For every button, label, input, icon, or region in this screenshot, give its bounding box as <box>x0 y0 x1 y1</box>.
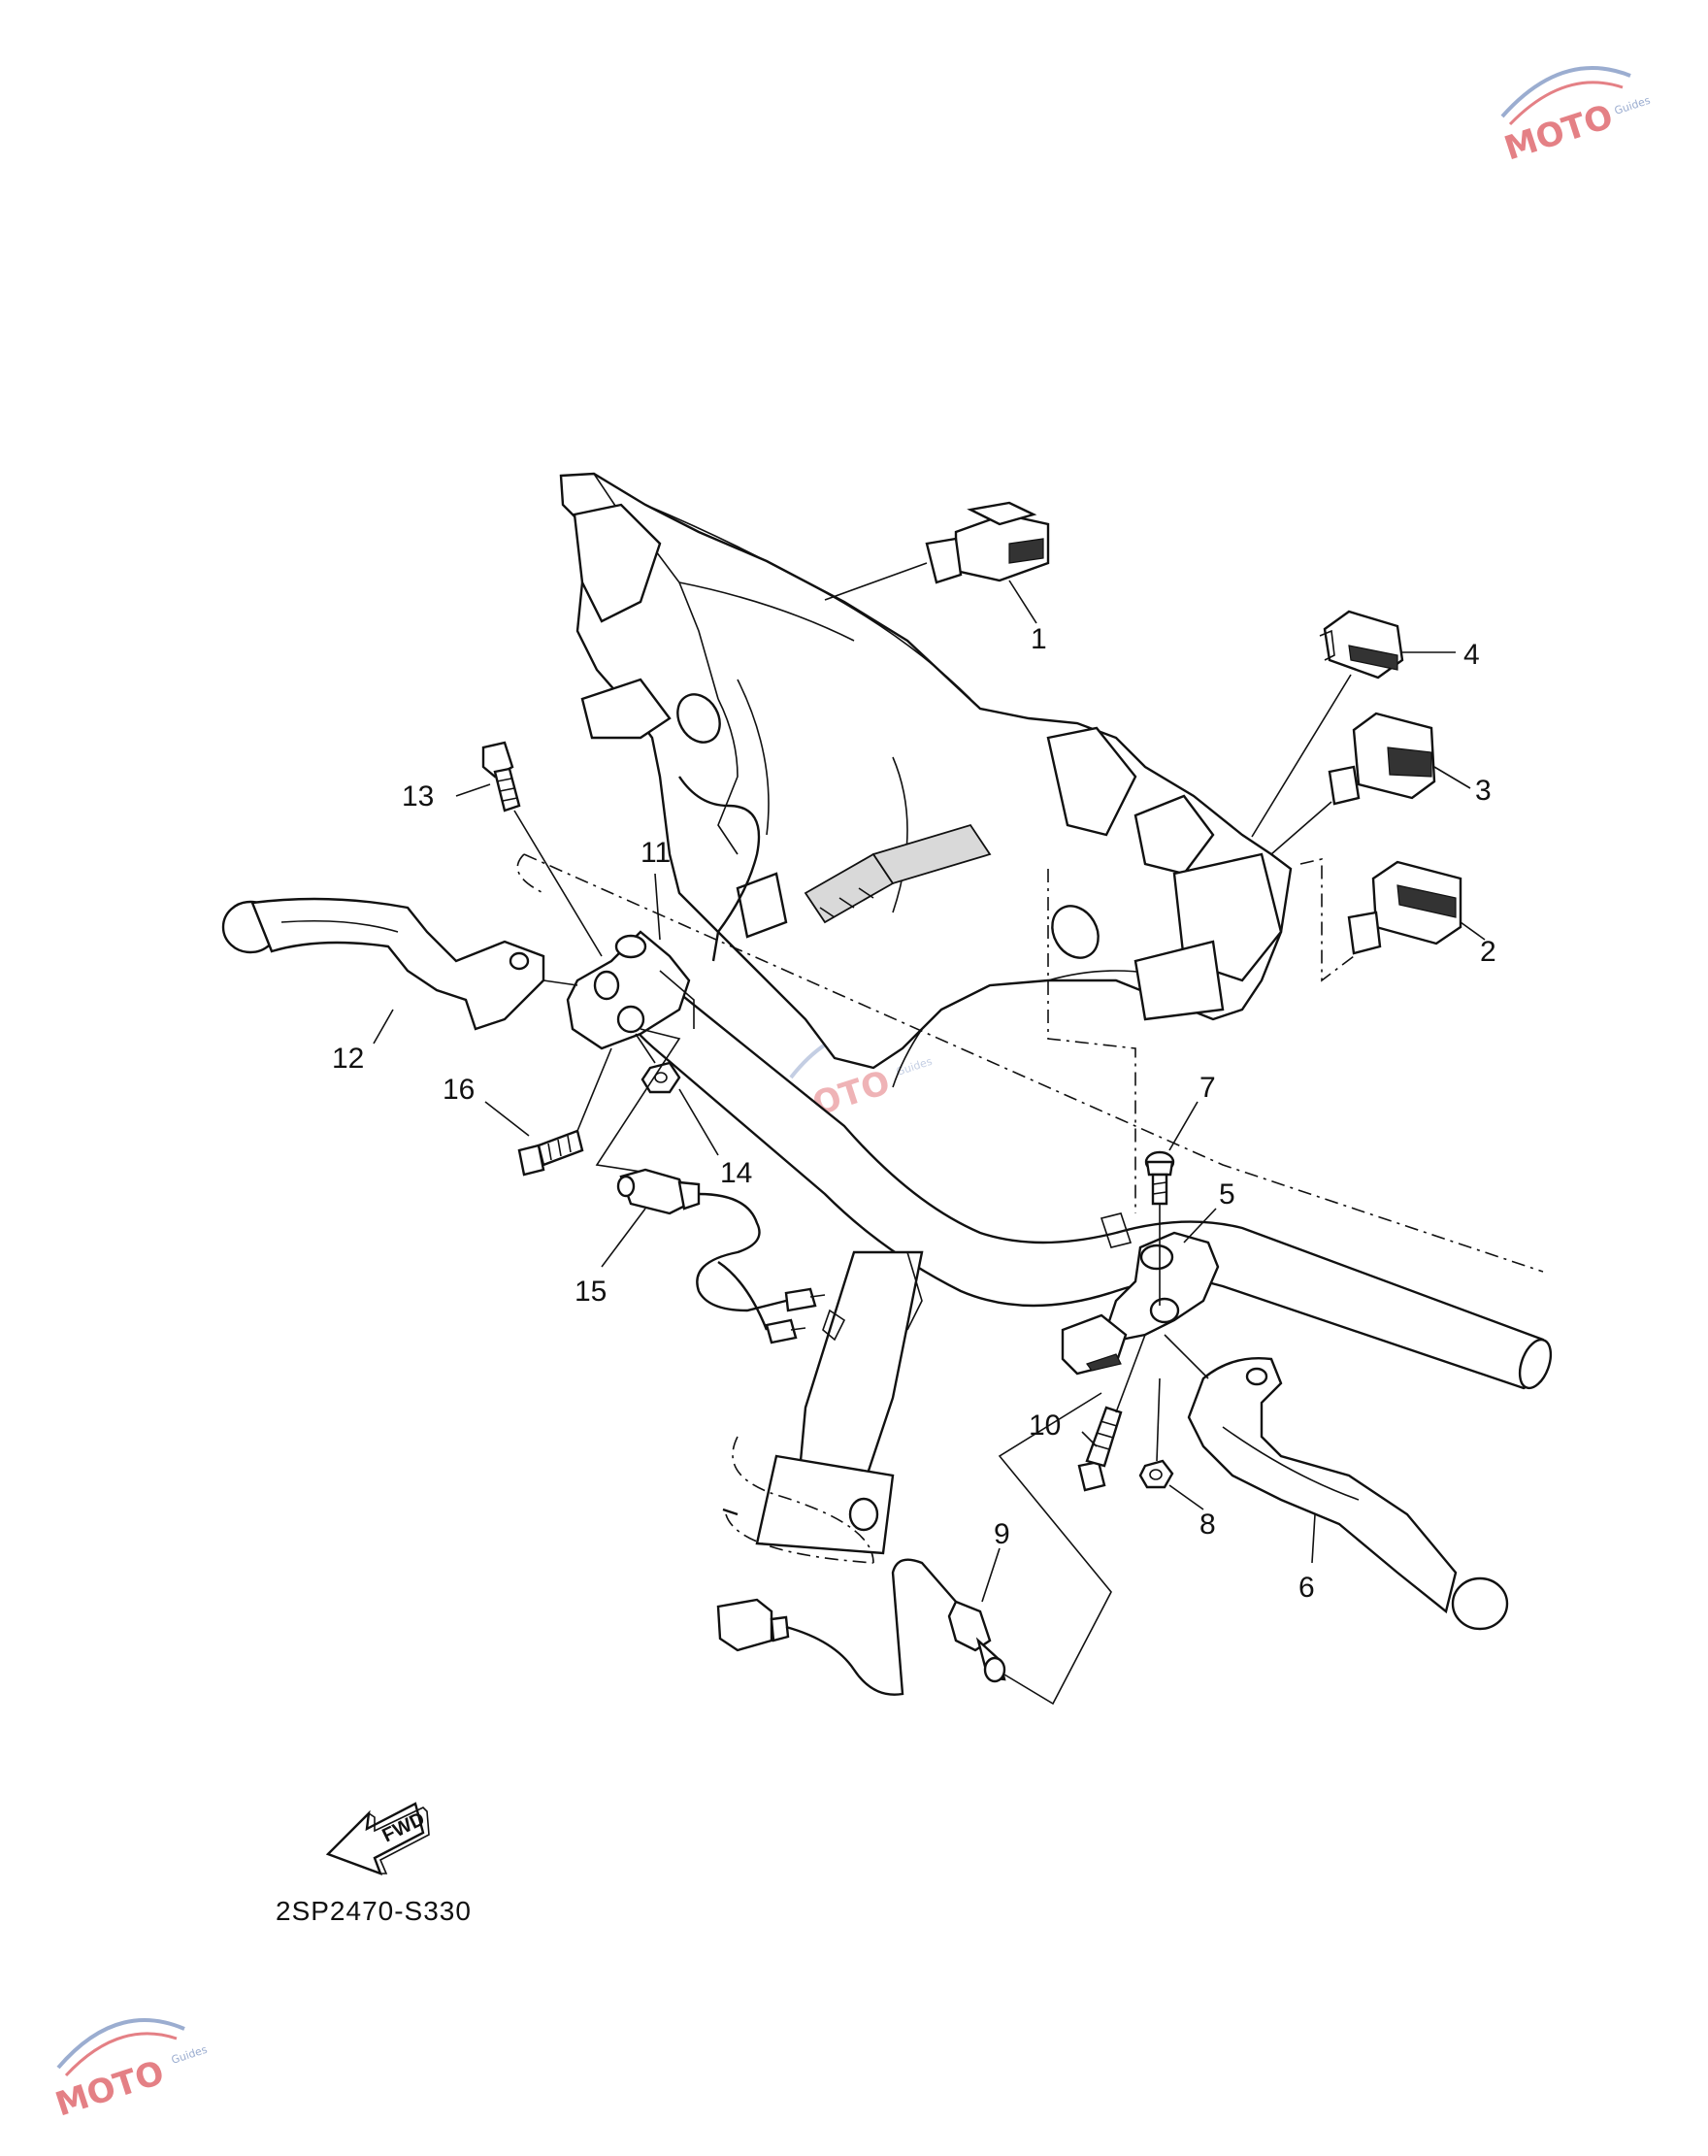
callout-11: 11 <box>640 837 671 869</box>
lever-right <box>1187 1357 1509 1631</box>
watermark-bottom-left: MOTO Guides <box>50 2018 209 2125</box>
bolt-7 <box>1144 1150 1175 1206</box>
handlebar <box>599 981 1553 1564</box>
callout-labels: 1 2 3 4 5 6 7 8 9 10 11 12 13 14 15 16 <box>332 623 1496 1604</box>
leader-line-3b <box>1270 801 1332 855</box>
leader-dash-15 <box>595 1028 681 1176</box>
callout-6: 6 <box>1298 1572 1315 1604</box>
leader-dash-7 <box>1047 869 1136 1213</box>
leader-line-13a <box>455 783 491 797</box>
watermark-text-bottom: MOTO <box>50 2053 169 2125</box>
clutch-switch-15 <box>616 1168 826 1344</box>
callout-5: 5 <box>1219 1178 1235 1211</box>
handlebar-cover-housing <box>559 472 1293 1088</box>
callout-4: 4 <box>1463 639 1480 671</box>
leader-line-7 <box>1168 1101 1199 1151</box>
leader-line-15 <box>601 1208 646 1268</box>
callout-9: 9 <box>994 1518 1010 1550</box>
fwd-arrow: FWD <box>325 1802 430 1876</box>
watermark-top-right: MOTO Guides <box>1499 66 1652 169</box>
leader-line-16b <box>576 1047 612 1132</box>
switch-1 <box>925 501 1050 584</box>
callout-14: 14 <box>720 1157 752 1189</box>
leader-dash-9 <box>998 1392 1112 1706</box>
leader-line-9 <box>981 1547 1001 1603</box>
switch-4 <box>1319 610 1404 680</box>
callout-8: 8 <box>1199 1509 1216 1541</box>
leader-line-1a <box>824 562 928 601</box>
callout-2: 2 <box>1480 936 1496 968</box>
leader-line-14 <box>678 1088 719 1156</box>
leader-line-5 <box>1183 1208 1217 1244</box>
watermark-subtext-bottom: Guides <box>170 2043 209 2067</box>
leader-line-6b <box>1164 1334 1209 1379</box>
leader-line-13 <box>513 810 603 957</box>
leader-line-11 <box>654 873 661 941</box>
callout-7: 7 <box>1199 1072 1216 1104</box>
leader-line-4b <box>1251 674 1352 838</box>
nut-14 <box>640 1061 681 1094</box>
leader-line-12 <box>373 1009 394 1045</box>
brake-switch-9 <box>716 1558 1006 1696</box>
leader-line-10b <box>1115 1334 1146 1413</box>
callout-10: 10 <box>1029 1410 1061 1442</box>
nut-8 <box>1138 1459 1174 1489</box>
switch-3 <box>1328 712 1436 806</box>
leader-line-2 <box>1460 921 1486 941</box>
bolt-16 <box>517 1129 584 1177</box>
watermark-text: MOTO <box>1499 97 1618 169</box>
leader-line-8 <box>1168 1484 1204 1510</box>
leader-line-3 <box>1433 766 1471 789</box>
callout-15: 15 <box>575 1276 607 1308</box>
centerline-bar <box>523 853 1544 1273</box>
leader-line-16 <box>484 1101 530 1137</box>
leader-line-10 <box>1081 1431 1098 1447</box>
lever-holder-left <box>566 930 695 1050</box>
leader-line-8b <box>1156 1377 1161 1462</box>
leader-line-12a <box>542 979 578 986</box>
leader-line-6 <box>1311 1513 1316 1564</box>
leader-line-14b <box>635 1033 656 1064</box>
callout-1: 1 <box>1031 623 1047 655</box>
lever-left <box>221 897 545 1031</box>
callout-16: 16 <box>443 1074 475 1106</box>
drawing-code: 2SP2470-S330 <box>276 1896 472 1926</box>
switch-2 <box>1347 860 1462 955</box>
centerline-end <box>516 853 544 894</box>
callout-13: 13 <box>402 780 434 813</box>
leader-line-1 <box>1008 580 1037 624</box>
bolt-10 <box>1077 1406 1123 1492</box>
bolt-13 <box>481 741 521 813</box>
callout-12: 12 <box>332 1043 364 1075</box>
watermark-subtext: Guides <box>1613 94 1652 117</box>
leader-line-2b <box>1299 857 1355 982</box>
callout-3: 3 <box>1475 775 1492 807</box>
lever-holder-right <box>1061 1231 1220 1376</box>
